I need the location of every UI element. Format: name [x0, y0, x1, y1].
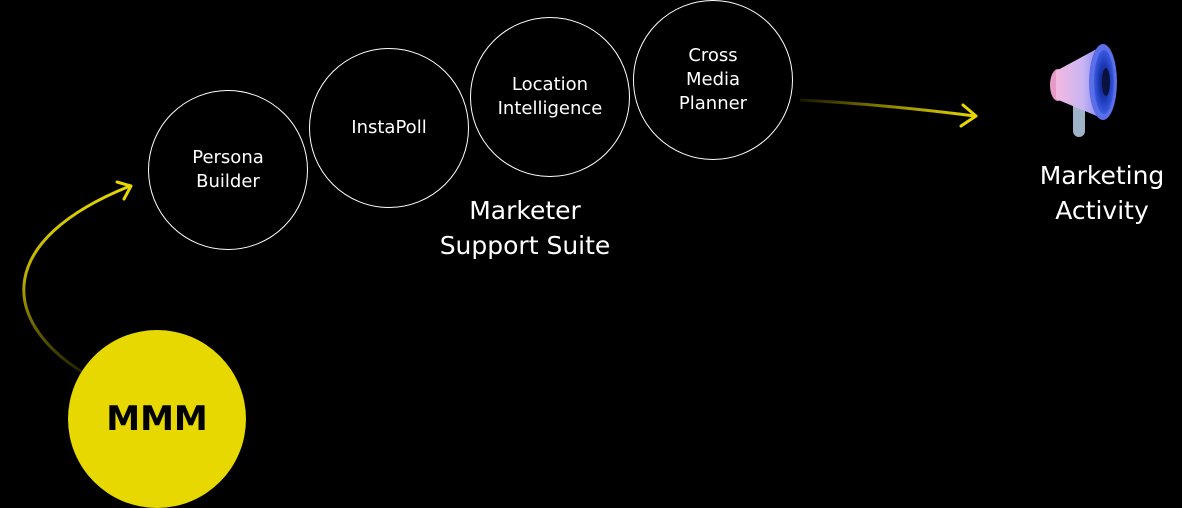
suite-to-activity-arrow — [799, 98, 976, 118]
mmm-label: MMM — [106, 399, 208, 439]
tool-location-intelligence: Location Intelligence — [470, 17, 630, 177]
tool-instapoll: InstaPoll — [309, 48, 469, 208]
megaphone-icon — [1050, 44, 1117, 137]
tool-persona-builder-label: Persona Builder — [192, 147, 264, 192]
tool-instapoll-label: InstaPoll — [351, 117, 427, 138]
suite-to-activity-arrowhead — [959, 103, 978, 128]
tool-cross-media-planner: Cross Media Planner — [633, 0, 793, 160]
tool-persona-builder: Persona Builder — [148, 90, 308, 250]
suite-label: Marketer Support Suite — [439, 196, 611, 260]
connector-arrows — [22, 98, 978, 374]
mmm-to-suite-arrow — [22, 184, 131, 374]
tool-location-intelligence-label: Location Intelligence — [497, 74, 603, 119]
mmm-to-suite-arrowhead — [115, 180, 133, 201]
marketing-activity-label: Marketing Activity — [1039, 161, 1165, 225]
tool-cross-media-planner-label: Cross Media Planner — [678, 45, 748, 114]
mmm-node: MMM — [68, 330, 246, 508]
